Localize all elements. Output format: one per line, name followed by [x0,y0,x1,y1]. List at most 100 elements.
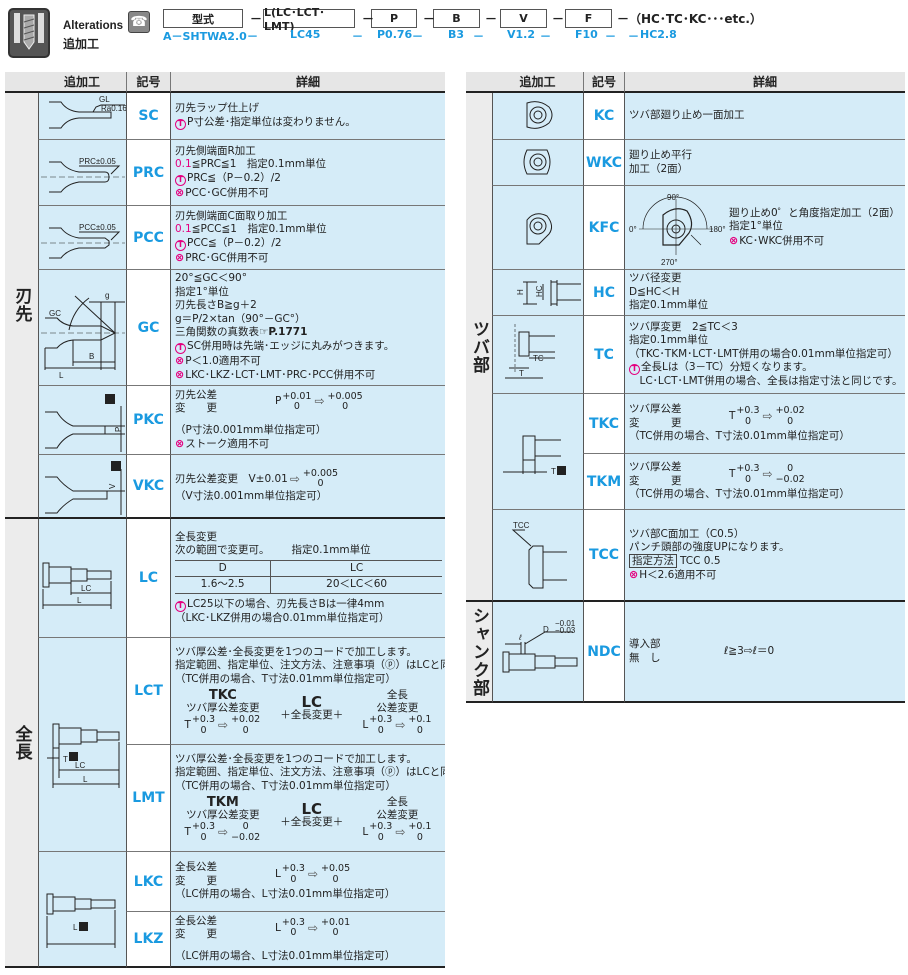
alteration-code-tkc: TKC [583,394,624,454]
label-line: 変 更 [629,474,682,487]
alteration-code-gc: GC [126,270,170,386]
group-label-text: 全長 [11,724,32,761]
detail-text: 指定1°単位 [729,220,783,233]
label-line: 変 更 [175,402,217,414]
detail-text: パンチ頭部の強度UPになります。 [629,541,790,553]
detail-text: D≦HC＜H [629,285,680,298]
detail-text: PCC≦（P－0.2）/2 [187,236,282,249]
tolerance-upper: +0.02 [775,405,805,417]
spec-method-label: 指定方法 [629,553,677,568]
detail-text: 全長Lは（3－TC）分短くなります。 [641,361,813,373]
alteration-code-lkz: LKZ [126,912,170,968]
label-line: 無 し [629,651,661,664]
prohibited-icon: ⊗ [175,353,185,367]
alteration-detail: 90°0°180°270°廻り止め0゜と角度指定加工（2面）指定1°単位⊗KC･… [624,186,905,270]
detail-line: D≦HC＜H [629,286,902,300]
detail-line: ⊗LKC･LKZ･LCT･LMT･PRC･PCC併用不可 [175,368,442,383]
detail-text-right: 指定0.1mm単位 [291,544,371,557]
detail-text: 刃先側端面R加工 [175,144,256,157]
tolerance-stack: 0−0.02 [231,822,260,843]
alteration-diagram: P [38,386,126,455]
note-icon: T [175,600,186,612]
example-dash: － [473,30,484,43]
detail-text: 刃先側端面C面取り加工 [175,209,288,222]
tolerance-label: 全長公差変 更 [175,915,275,942]
detail-text: （V寸法0.001mm単位指定可） [175,489,328,502]
note-icon: T [175,174,186,186]
detail-text: H＜2.6適用不可 [639,569,717,581]
tolerance-upper: +0.3 [191,821,216,833]
detail-text: PRC･GC併用不可 [185,251,269,264]
detail-line: 20°≦GC＜90° [175,272,442,286]
detail-line: 全長変更 [175,531,442,545]
example-dash: － [352,30,363,43]
detail-text: ツバ厚公差･全長変更を1つのコードで加工します。 [175,752,417,765]
tolerance-label: ツバ厚公差変 更 [629,461,729,488]
detail-line: （V寸法0.001mm単位指定可） [175,490,442,504]
example-dash: － [605,30,616,43]
detail-line: （TC併用の場合、T寸法0.01mm単位指定可） [175,780,442,794]
tolerance-variable: T [184,826,191,839]
code-format-tail: －（HC･TC･KC･･･etc.） [617,12,762,26]
detail-line: 刃先側端面C面取り加工 [175,210,442,224]
column-header-detail: 詳細 [170,72,445,93]
detail-text: 指定0.1mm単位 [629,334,709,346]
group-label-text: ツバ部 [469,319,489,374]
detail-text: （LC併用の場合、L寸法0.01mm単位指定可） [175,888,396,901]
detail-text: 廻り止め平行 [629,149,692,161]
note-icon: T [629,364,640,375]
combo-col-2: LC＋全長変更＋ [280,802,343,829]
dimension-label: ℓ [518,633,522,642]
tolerance-lower: 0 [332,873,339,885]
prohibited-icon: ⊗ [729,233,739,247]
dimension-label: LC [81,584,91,593]
detail-text: P＜1.0適用不可 [185,354,261,367]
page-reference-link[interactable]: ☞P.1771 [259,326,308,339]
combo-code: LC [301,693,323,712]
alteration-diagram: V [38,455,126,519]
detail-line: ⊗ストーク適用不可 [175,437,442,452]
angle-label: 270° [661,258,678,267]
combo-code: TKM [206,795,239,811]
dash: － [552,12,565,26]
dimension-label: D [543,625,549,634]
combo-sub: ＋全長変更＋ [280,709,344,722]
tolerance-lower: 0 [290,873,297,885]
alteration-code-lc: LC [126,519,170,638]
detail-line: 三角関数の真数表☞P.1771 [175,326,442,340]
tolerance-upper: +0.01 [282,390,312,402]
alteration-code-sc: SC [126,93,170,140]
alteration-code-lkc: LKC [126,852,170,912]
tolerance-upper: +0.3 [369,714,393,726]
detail-text: ストーク適用不可 [185,438,270,450]
detail-text: LKC･LKZ･LCT･LMT･PRC･PCC併用不可 [185,369,376,382]
detail-text: 廻り止め0゜と角度指定加工（2面） [729,206,900,219]
dimension-label: B [89,352,94,361]
detail-line: （P寸法0.001mm単位指定可） [175,424,442,438]
arrow-icon: ⇨ [307,920,318,935]
detail-text: 加工（2面） [629,162,689,175]
detail-line: ⊗H＜2.6適用不可 [629,568,902,583]
tolerance-lower: −0.02 [775,473,805,485]
alteration-code-lct: LCT [126,638,170,745]
tolerance-upper: +0.1 [408,821,432,833]
alteration-diagram [492,93,583,140]
